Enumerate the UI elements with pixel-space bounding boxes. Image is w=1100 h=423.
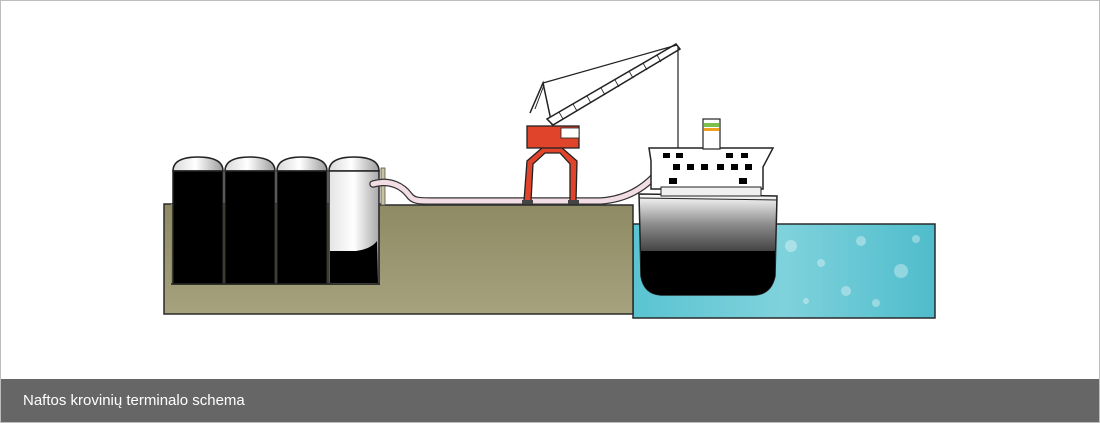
storage-tank-1 (172, 156, 224, 285)
storage-tanks (171, 156, 380, 285)
storage-tank-4-filling (328, 156, 380, 285)
storage-tank-2 (224, 156, 276, 285)
storage-tank-3 (276, 156, 328, 285)
tanker-ship (638, 118, 778, 296)
caption-bar: Naftos krovinių terminalo schema (1, 379, 1099, 422)
oil-terminal-illustration (163, 43, 936, 319)
figure-caption: Naftos krovinių terminalo schema (23, 392, 245, 409)
harbor-crane (522, 43, 682, 204)
